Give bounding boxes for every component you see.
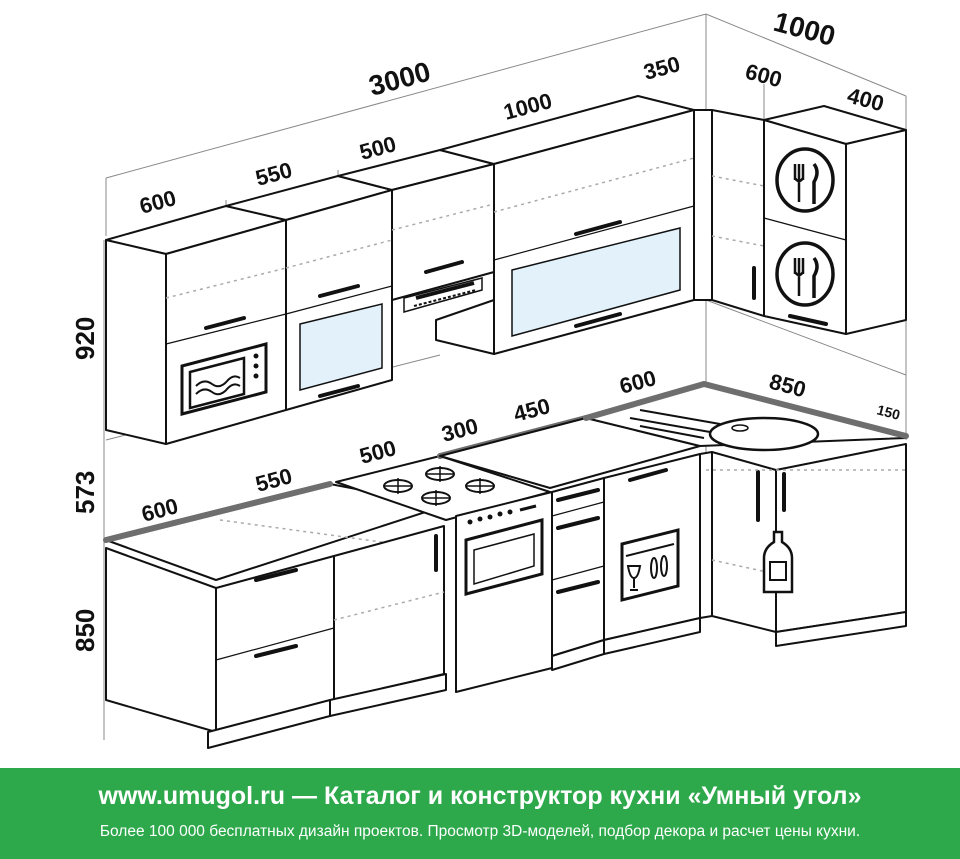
dim-upper-550: 550 [253, 157, 295, 191]
dim-height-base: 850 [70, 609, 100, 652]
dishwasher-icon [620, 528, 680, 602]
glass-door-550 [299, 303, 383, 391]
dim-corner-400: 400 [845, 83, 887, 117]
footer-title[interactable]: www.umugol.ru — Каталог и конструктор ку… [98, 782, 862, 810]
dim-base-600b: 600 [617, 365, 659, 399]
dim-upper-600: 600 [137, 185, 179, 219]
kitchen-diagram: 3000 1000 600 550 500 1000 350 600 400 9… [70, 6, 909, 749]
base-cabinets-right [439, 380, 909, 657]
microwave-icon [180, 342, 268, 416]
dim-corner-600: 600 [743, 59, 785, 93]
plinths [207, 611, 907, 749]
footer-banner: www.umugol.ru — Каталог и конструктор ку… [0, 768, 960, 859]
dim-height-upper: 920 [70, 317, 100, 360]
sink-icon [629, 409, 820, 452]
dim-upper-350: 350 [641, 51, 683, 85]
base-cabinets [103, 415, 589, 733]
bottle-icon [762, 530, 794, 594]
footer-subtitle: Более 100 000 бесплатных дизайн проектов… [99, 823, 861, 840]
oven-icon [455, 491, 553, 693]
dim-base-500: 500 [357, 435, 399, 469]
dim-upper-1000: 1000 [501, 88, 555, 125]
kitchen-drawing: 3000 1000 600 550 500 1000 350 600 400 9… [70, 6, 909, 749]
dim-height-gap: 573 [70, 471, 100, 514]
cooktop-burners-icon [383, 466, 495, 506]
glass-door-1000 [511, 227, 681, 337]
dim-base-450: 450 [511, 393, 553, 427]
dim-base-850: 850 [767, 369, 809, 403]
dim-base-150: 150 [875, 401, 902, 423]
range-hood-icon [403, 277, 483, 313]
dim-upper-500: 500 [357, 131, 399, 165]
dim-upper-total: 3000 [366, 56, 434, 102]
plate-fork-knife-icon [775, 147, 835, 213]
dim-base-300: 300 [439, 413, 481, 447]
plate-fork-knife-icon [775, 241, 835, 307]
